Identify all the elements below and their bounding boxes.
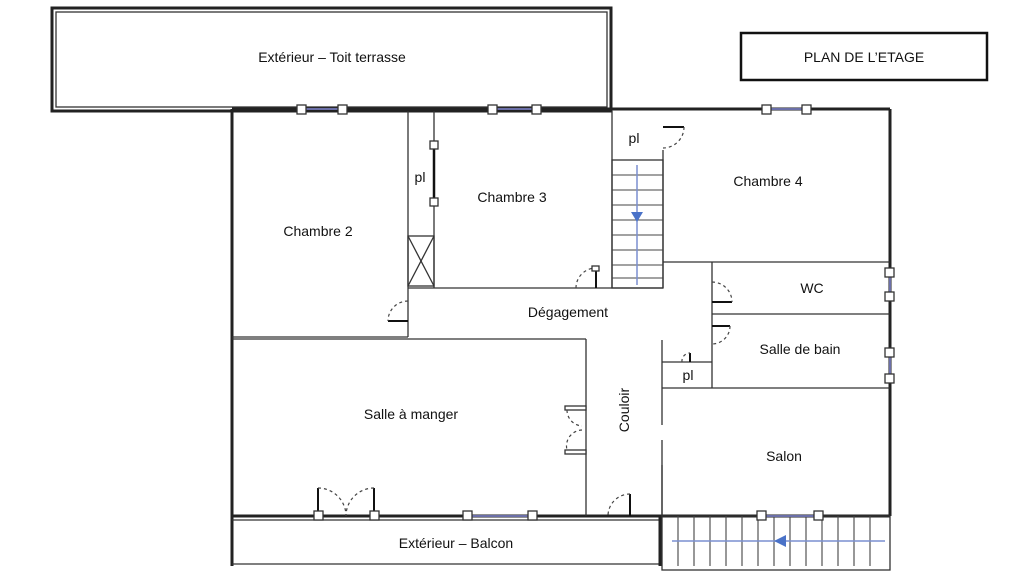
- label-placard-3: pl: [683, 367, 694, 383]
- plan-title-box: PLAN DE L’ETAGE: [739, 31, 989, 82]
- room-labels: Extérieur – Toit terrasse Chambre 2 Cham…: [258, 49, 840, 551]
- cupboard-pl1: [407, 140, 439, 287]
- label-chambre-2: Chambre 2: [283, 223, 352, 239]
- stair-arrow-left-icon: [774, 535, 786, 547]
- staircase-upper: [611, 159, 664, 289]
- label-degagement: Dégagement: [528, 304, 608, 320]
- terrace-walls: [50, 6, 613, 113]
- label-placard-2: pl: [629, 130, 640, 146]
- label-couloir: Couloir: [616, 387, 632, 432]
- label-terrasse: Extérieur – Toit terrasse: [258, 49, 406, 65]
- label-wc: WC: [800, 280, 823, 296]
- label-salle-de-bain: Salle de bain: [760, 341, 841, 357]
- label-balcon: Extérieur – Balcon: [399, 535, 513, 551]
- label-placard-1: pl: [415, 169, 426, 185]
- label-chambre-3: Chambre 3: [477, 189, 546, 205]
- staircase-lower: [661, 515, 891, 571]
- stair-arrow-down-icon: [631, 212, 643, 222]
- label-salon: Salon: [766, 448, 802, 464]
- plan-title: PLAN DE L’ETAGE: [804, 49, 924, 65]
- label-salle-a-manger: Salle à manger: [364, 406, 459, 422]
- windows: [296, 104, 895, 521]
- doors: [313, 126, 733, 521]
- label-chambre-4: Chambre 4: [733, 173, 802, 189]
